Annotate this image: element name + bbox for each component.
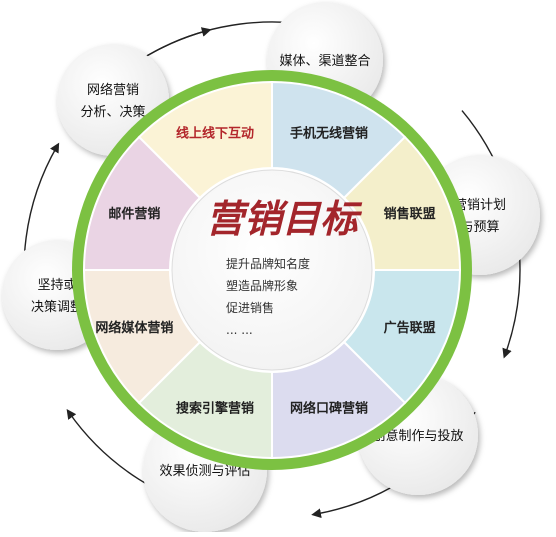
goal-item: 塑造品牌形象 [226,278,298,293]
title-dot-mark [345,221,355,231]
step-label: 与预算 [460,220,499,235]
segment-label: 手机无线营销 [290,125,368,141]
step-label: 坚持或 [37,278,76,293]
step-label: 分析、决策 [80,104,145,120]
step-label: 营销计划 [454,198,506,213]
step-label: 创意制作与投放 [372,428,463,444]
step-label: 决策调整 [31,299,83,315]
segment-8 [82,135,202,271]
center-circle [171,169,373,371]
step-label: 网络营销 [87,82,139,98]
center-title: 营销目标 [206,196,363,241]
goal-item: 提升品牌知名度 [226,256,310,271]
segment-label: 邮件营销 [108,206,160,222]
step-label: 媒体、渠道整合 [279,54,370,69]
segment-label: 广告联盟 [384,320,436,336]
segment-label: 销售联盟 [384,206,436,222]
step-label: 效果侦测与评估 [159,464,250,479]
goal-item: ... ... [226,323,253,337]
segment-label: 搜索引擎营销 [176,401,254,417]
segment-label: 线上线下互动 [176,125,254,141]
goal-item: 促进销售 [226,300,274,315]
segment-label: 网络口碑营销 [290,401,368,417]
segment-label: 网络媒体营销 [95,320,173,336]
